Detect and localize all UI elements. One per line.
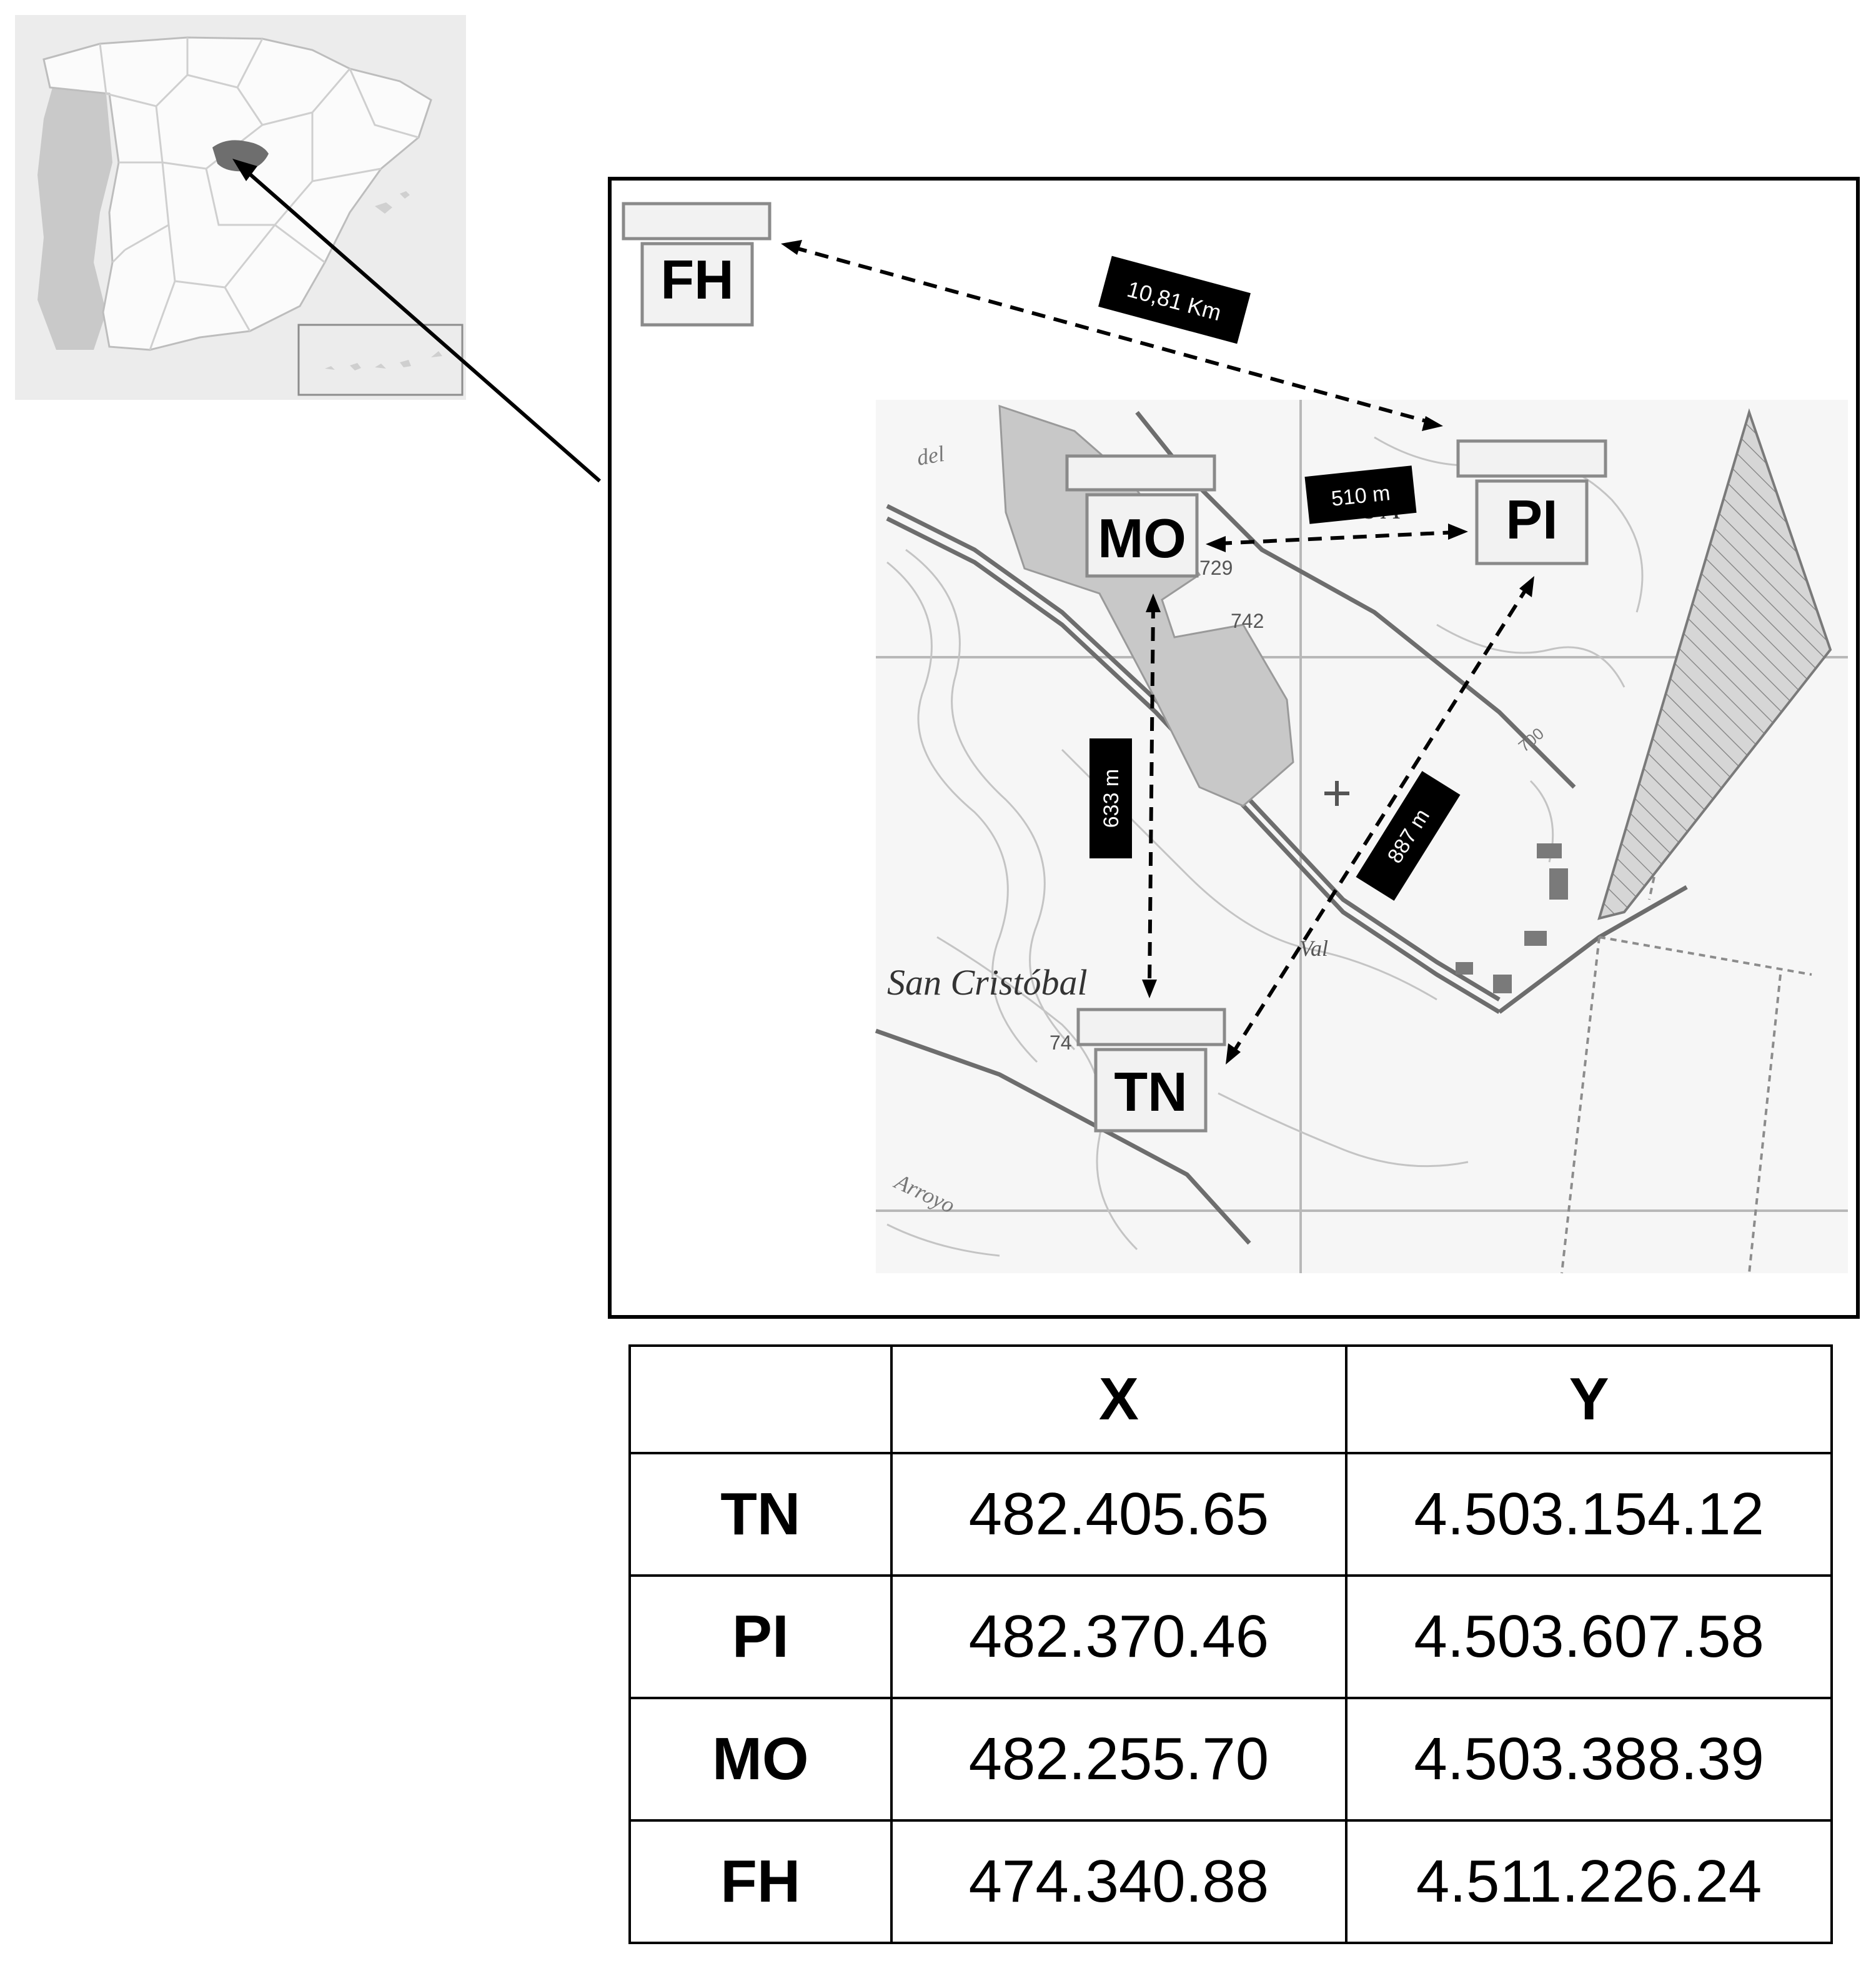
coordinates-table: X Y TN 482.405.65 4.503.154.12 PI 482.37… [628,1344,1833,1944]
site-label-fh: FH [660,249,733,310]
table-header-row: X Y [628,1344,1833,1454]
site-marker-pi: PI [1456,439,1607,565]
arrow-mo-pi [1218,530,1456,545]
row-site: TN [628,1452,893,1577]
table-row: FH 474.340.88 4.511.226.24 [628,1819,1833,1944]
site-label-pi: PI [1506,489,1557,550]
place-name-val: Val [1299,936,1328,961]
pointer-arrowhead [232,159,257,181]
row-y: 4.511.226.24 [1345,1819,1833,1944]
site-label-tn: TN [1114,1061,1187,1123]
province-borders [99,37,419,350]
buildings [1456,843,1568,993]
canary-islands [325,351,442,370]
arrow-pi-tn [1230,585,1530,1056]
arrow-fh-pi [793,246,1431,424]
topographic-map [875,400,1848,1274]
site-marker-mo: MO [1065,454,1216,578]
pointer-line [242,167,601,483]
row-x: 482.405.65 [890,1452,1348,1577]
distance-text-mo-tn: 633 m [1099,769,1123,828]
row-y: 4.503.388.39 [1345,1697,1833,1822]
row-x: 482.370.46 [890,1574,1348,1699]
locator-map [15,15,466,400]
table-header-x: X [890,1344,1348,1454]
distance-label-mo-tn: 633 m [1089,738,1132,858]
table-row: MO 482.255.70 4.503.388.39 [628,1697,1833,1822]
elevation-74: 74 [1050,1031,1072,1054]
place-name-del: del [915,441,946,470]
site-label-mo: MO [1098,507,1186,569]
row-y: 4.503.607.58 [1345,1574,1833,1699]
arrowheads [781,240,1534,1065]
cross-marker [1324,781,1349,806]
arrow-mo-tn [1148,604,1155,988]
place-name-san-cristobal: San Cristóbal [887,962,1088,1003]
row-site: FH [628,1819,893,1944]
spain-outline [42,36,432,351]
table-row: TN 482.405.65 4.503.154.12 [628,1452,1833,1577]
islands [375,191,410,214]
site-marker-tn: TN [1076,1008,1226,1133]
elevation-729: 729 [1199,557,1233,579]
distance-label-mo-pi: 510 m [1304,465,1417,524]
row-y: 4.503.154.12 [1345,1452,1833,1577]
site-marker-fh: FH [622,202,772,327]
table-header-empty [628,1344,893,1454]
elevation-742: 742 [1231,610,1264,632]
study-area-marker [212,140,269,172]
table-header-y: Y [1345,1344,1833,1454]
distance-arrows [793,246,1530,1056]
row-site: PI [628,1574,893,1699]
row-site: MO [628,1697,893,1822]
hatched-area [1597,408,1832,920]
row-x: 482.255.70 [890,1697,1348,1822]
row-x: 474.340.88 [890,1819,1348,1944]
table-row: PI 482.370.46 4.503.607.58 [628,1574,1833,1699]
distance-label-fh-pi: 10,81 Km [1098,256,1251,344]
portugal-region [37,87,112,350]
